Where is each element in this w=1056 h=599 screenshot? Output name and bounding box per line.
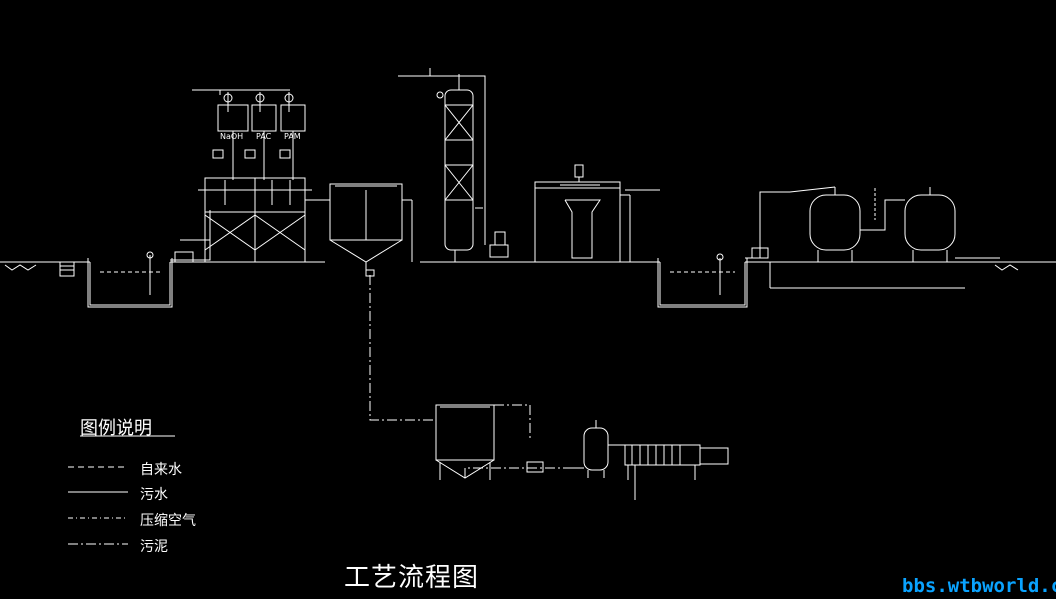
pam-label: PAM [284, 132, 301, 141]
legend-item-tap-water: 自来水 [140, 462, 182, 478]
reaction-tank [198, 177, 312, 263]
sludge-pump [464, 461, 570, 478]
diagram-title: 工艺流程图 [344, 563, 480, 593]
raw-water-tank [59, 251, 173, 308]
carbon-filter-vessel [860, 187, 1000, 262]
air-tank [570, 420, 609, 478]
legend-lines [68, 435, 175, 545]
dosing-tanks [192, 89, 306, 180]
legend-item-sewage: 污水 [140, 487, 168, 503]
filter-press [608, 444, 729, 500]
legend-item-sludge: 污泥 [140, 539, 168, 555]
sedimentation-tank [305, 183, 413, 272]
aeration-tank [534, 164, 660, 263]
filter-tower [398, 68, 486, 262]
sludge-line [369, 275, 433, 421]
legend-title: 图例说明 [80, 418, 152, 439]
sludge-tank [435, 404, 531, 480]
pac-label: PAC [256, 132, 272, 141]
ground-line [0, 261, 1056, 271]
raw-to-reaction-pipe [170, 210, 211, 261]
watermark: bbs.wtbworld.com [902, 575, 1056, 597]
intermediate-water-tank [657, 253, 748, 308]
legend-item-compressed-air: 压缩空气 [140, 513, 196, 529]
naoh-label: NaOH [220, 132, 244, 141]
pump-set [485, 231, 540, 263]
sand-filter-vessel [789, 186, 861, 262]
